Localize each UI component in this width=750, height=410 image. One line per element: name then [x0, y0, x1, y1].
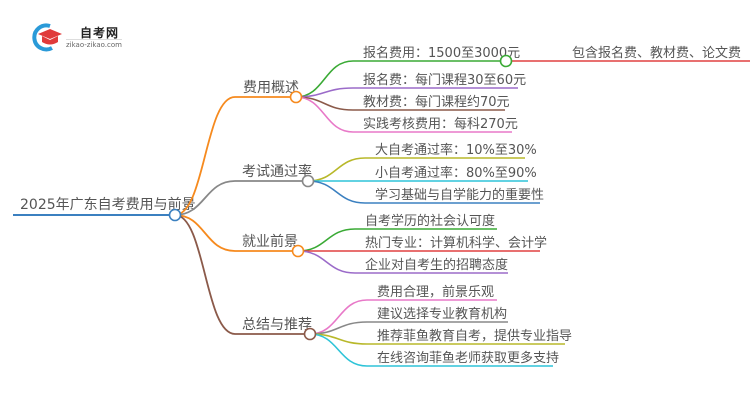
branch-connector — [174, 214, 298, 252]
leaf-connector — [297, 250, 508, 274]
leaf-topic[interactable]: 实践考核费用：每科270元 — [363, 116, 518, 132]
branch-connector — [174, 96, 296, 216]
leaf-topic[interactable]: 自考学历的社会认可度 — [365, 213, 495, 229]
leaf-connector — [307, 180, 540, 204]
branch-node-toggle[interactable] — [291, 244, 305, 258]
branch-node-toggle[interactable] — [303, 327, 317, 341]
leaf-connector — [309, 333, 553, 367]
leaf-connector — [309, 321, 508, 335]
leaf-topic[interactable]: 学习基础与自学能力的重要性 — [375, 187, 544, 203]
leaf-topic[interactable]: 大自考通过率：10%至30% — [375, 142, 537, 158]
leaf-note[interactable]: 包含报名费、教材费、论文费 — [572, 45, 741, 61]
leaf-connector — [295, 96, 512, 133]
branch-node-toggle[interactable] — [289, 90, 303, 104]
leaf-topic[interactable]: 热门专业：计算机科学、会计学 — [365, 235, 547, 251]
logo-url: zikao-zikao.com — [66, 39, 122, 49]
leaf-node-toggle[interactable] — [499, 54, 513, 68]
logo-title: 自考网 — [80, 26, 120, 40]
branch-topic[interactable]: 就业前景 — [242, 233, 298, 250]
branch-connector — [174, 180, 308, 216]
branch-topic[interactable]: 总结与推荐 — [242, 317, 312, 333]
leaf-topic[interactable]: 报名费：每门课程30至60元 — [363, 72, 526, 88]
leaf-topic[interactable]: 费用合理，前景乐观 — [377, 284, 494, 300]
leaf-connector — [295, 60, 505, 98]
leaf-topic[interactable]: 企业对自考生的招聘态度 — [365, 257, 508, 273]
leaf-topic[interactable]: 报名费用：1500至3000元 — [363, 45, 520, 61]
leaf-topic[interactable]: 小自考通过率：80%至90% — [375, 165, 537, 181]
leaf-topic[interactable]: 教材费：每门课程约70元 — [363, 94, 510, 110]
root-topic[interactable]: 2025年广东自考费用与前景 — [20, 196, 196, 213]
branch-node-toggle[interactable] — [301, 174, 315, 188]
leaf-topic[interactable]: 在线咨询菲鱼老师获取更多支持 — [377, 350, 559, 366]
leaf-connector — [309, 299, 497, 335]
leaf-topic[interactable]: 推荐菲鱼教育自考，提供专业指导 — [377, 328, 572, 344]
branch-connector — [174, 214, 310, 335]
logo: 自考网 zikao-zikao.com — [30, 22, 140, 52]
branch-topic[interactable]: 考试通过率 — [242, 163, 312, 180]
root-node-toggle[interactable] — [168, 208, 182, 222]
graduation-cap-logo-icon — [32, 23, 62, 52]
branch-topic[interactable]: 费用概述 — [243, 80, 299, 96]
leaf-topic[interactable]: 建议选择专业教育机构 — [377, 306, 507, 322]
